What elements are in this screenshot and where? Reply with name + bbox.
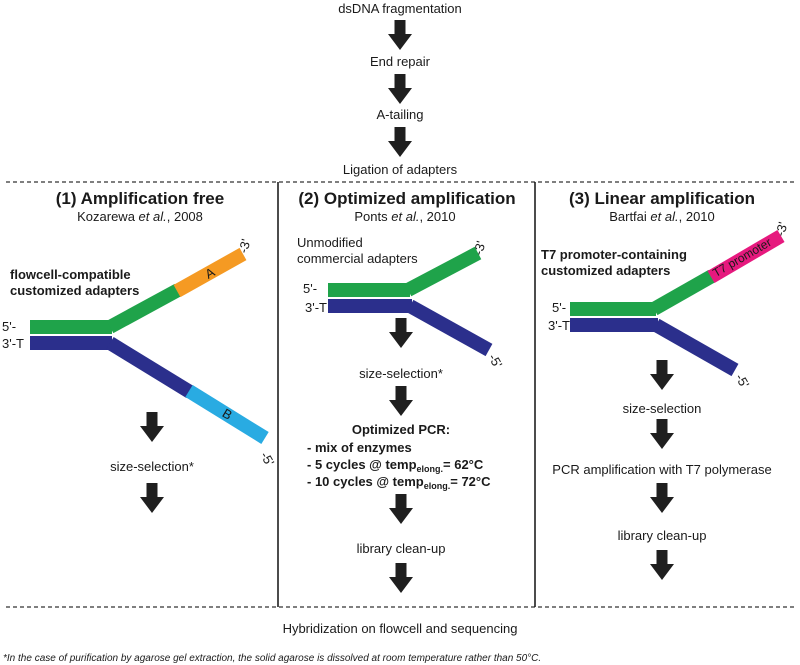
panel3-3T-label: 3'-T (548, 318, 570, 333)
panel3-pcr: PCR amplification with T7 polymerase (552, 462, 771, 477)
panel1-citation: Kozarewa et al., 2008 (77, 209, 203, 224)
arrow-down-icon (388, 74, 412, 104)
panel2-pcr-title: Optimized PCR: (352, 422, 450, 437)
step-a-tailing: A-tailing (377, 107, 424, 122)
panel3-size-selection: size-selection (623, 401, 702, 416)
panel3-adapter-label-2: customized adapters (541, 263, 670, 278)
arrow-down-icon (140, 412, 164, 442)
panel2-title: (2) Optimized amplification (298, 189, 515, 208)
panel1-5prime-label: 5'- (2, 319, 16, 334)
panel1-adapter-label-1: flowcell-compatible (10, 267, 131, 282)
panel3-citation: Bartfai et al., 2010 (609, 209, 715, 224)
panel3-5prime-end: -5' (732, 371, 752, 391)
panel3-5prime-label: 5'- (552, 300, 566, 315)
panel2-cleanup: library clean-up (357, 541, 446, 556)
arrow-down-icon (389, 386, 413, 416)
panel1-title: (1) Amplification free (56, 189, 224, 208)
panel2-pcr-line3: - 10 cycles @ tempelong.= 72°C (307, 474, 491, 491)
panel3-t7-label: T7 promoter (710, 235, 774, 280)
arrow-down-icon (650, 550, 674, 580)
panel2-pcr-line2: - 5 cycles @ tempelong.= 62°C (307, 457, 484, 474)
panel2-5prime-label: 5'- (303, 281, 317, 296)
panel-amplification-free: (1) Amplification free Kozarewa et al., … (2, 189, 277, 513)
arrow-down-icon (388, 127, 412, 157)
panel2-3T-label: 3'-T (305, 300, 327, 315)
footnote: *In the case of purification by agarose … (3, 653, 541, 664)
step-ligation: Ligation of adapters (343, 162, 458, 177)
arrow-down-icon (650, 419, 674, 449)
arrow-down-icon (140, 483, 164, 513)
panel3-top-arm (650, 269, 716, 316)
arrow-down-icon (388, 20, 412, 50)
step-end-repair: End repair (370, 54, 431, 69)
panel1-5prime-end: -5' (257, 449, 277, 469)
panel-linear-amplification: (3) Linear amplification Bartfai et al.,… (541, 189, 791, 580)
panel-optimized-amplification: (2) Optimized amplification Ponts et al.… (297, 189, 516, 593)
panel1-3prime-end: -3' (235, 237, 253, 254)
panel2-citation: Ponts et al., 2010 (354, 209, 455, 224)
panel2-adapter-label-1: Unmodified (297, 235, 363, 250)
arrow-down-icon (650, 483, 674, 513)
panel2-adapter-label-2: commercial adapters (297, 251, 418, 266)
arrow-down-icon (650, 360, 674, 390)
panel1-top-arm (106, 283, 182, 334)
panel3-t7-segment (707, 229, 785, 284)
step-dsdna-fragmentation: dsDNA fragmentation (338, 1, 462, 16)
panel2-top-arm (404, 246, 482, 297)
panel2-bottom-arm (406, 299, 493, 357)
arrow-down-icon (389, 494, 413, 524)
panel3-bottom-arm (652, 318, 739, 377)
panel1-segment-a (173, 247, 247, 298)
panel2-pcr-line1: - mix of enzymes (307, 440, 412, 455)
step-hybridization: Hybridization on flowcell and sequencing (283, 621, 518, 636)
panel3-title: (3) Linear amplification (569, 189, 755, 208)
panel2-size-selection: size-selection* (359, 366, 443, 381)
panel1-3T-label: 3'-T (2, 336, 24, 351)
panel3-adapter-label-1: T7 promoter-containing (541, 247, 687, 262)
panel3-cleanup: library clean-up (618, 528, 707, 543)
panel1-bottom-arm (106, 337, 194, 398)
arrow-down-icon (389, 318, 413, 348)
panel2-5prime-end: -5' (485, 351, 505, 371)
panel1-segment-b (185, 385, 269, 444)
arrow-down-icon (389, 563, 413, 593)
panel1-adapter-label-2: customized adapters (10, 283, 139, 298)
panel1-size-selection: size-selection* (110, 459, 194, 474)
panel2-3prime-end: -3' (470, 239, 488, 256)
panel3-3prime-end: -3' (772, 220, 790, 237)
